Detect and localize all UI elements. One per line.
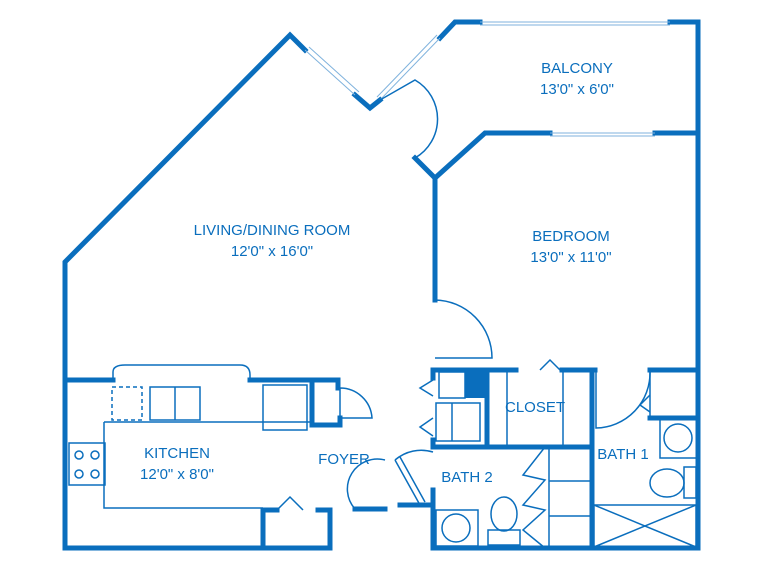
room-name: KITCHEN (144, 445, 210, 462)
room-size: 12'0" x 8'0" (140, 466, 214, 483)
windows (304, 21, 670, 137)
column (465, 372, 487, 398)
room-label-kitchen: KITCHEN 12'0" x 8'0" (140, 443, 214, 485)
room-size: 12'0" x 16'0" (230, 243, 314, 260)
room-label-living: LIVING/DINING ROOM 12'0" x 16'0" (194, 220, 351, 262)
room-label-bath2: BATH 2 (441, 469, 493, 486)
room-label-balcony: BALCONY 13'0" x 6'0" (540, 58, 614, 100)
fixtures (68, 364, 698, 548)
room-label-bedroom: BEDROOM 13'0" x 11'0" (530, 226, 611, 268)
room-size: 13'0" x 11'0" (530, 249, 612, 266)
room-label-closet: CLOSET (504, 399, 566, 416)
room-label-bath1: BATH 1 (597, 446, 649, 463)
room-name: LIVING/DINING ROOM (193, 222, 351, 239)
room-name: BEDROOM (532, 228, 610, 245)
room-name: BALCONY (541, 60, 613, 77)
doors (276, 79, 651, 549)
room-label-foyer: FOYER (318, 451, 370, 468)
room-size: 13'0" x 6'0" (540, 81, 614, 98)
